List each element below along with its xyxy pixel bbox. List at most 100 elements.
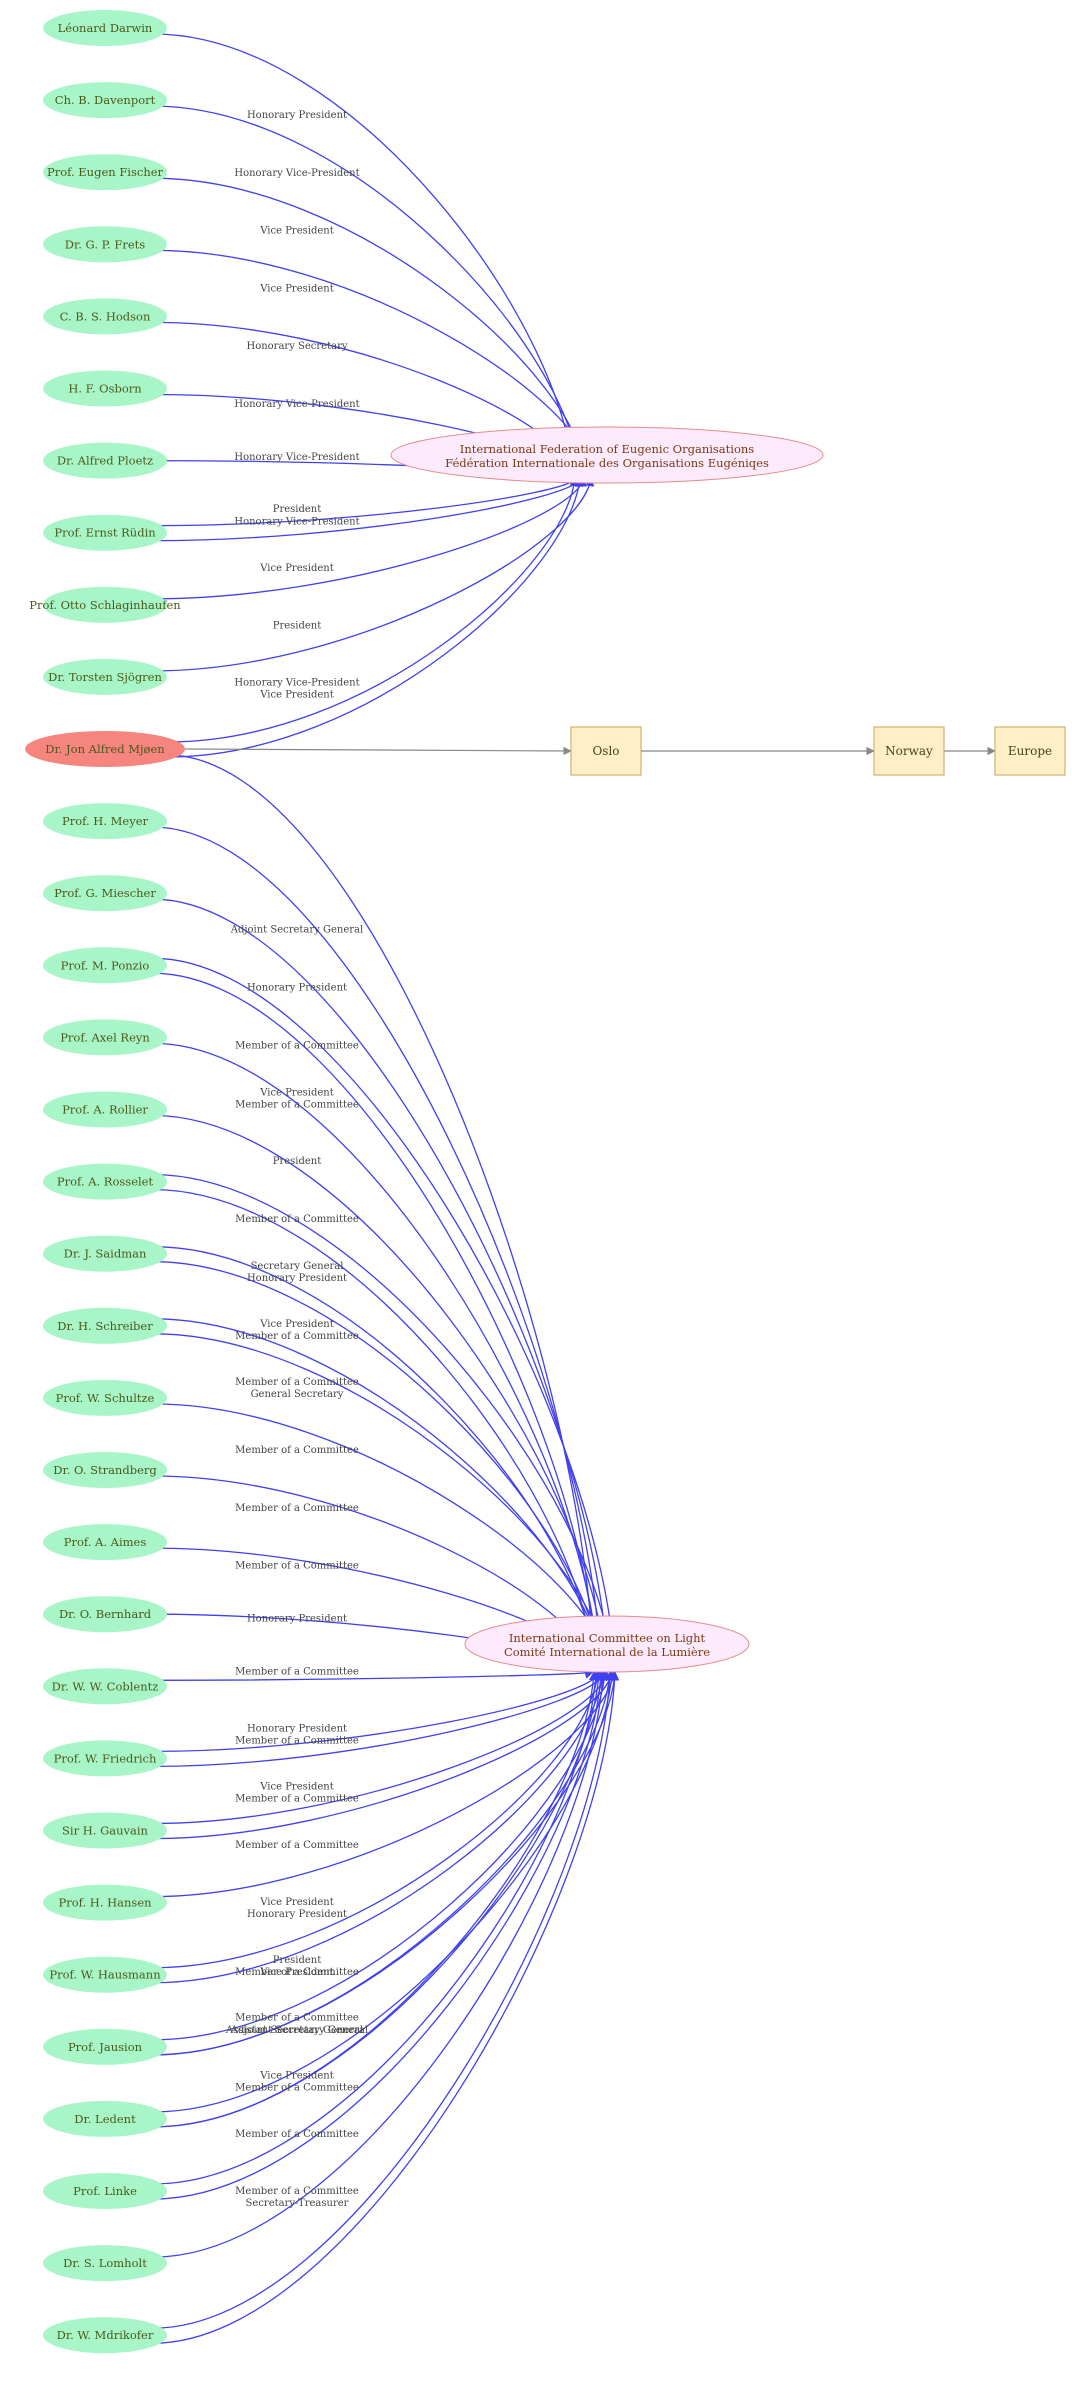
person-name: Prof. Eugen Fischer bbox=[47, 165, 164, 179]
place-node-oslo[interactable]: Oslo bbox=[570, 726, 642, 776]
person-node-prof-w-hausmann[interactable]: Prof. W. Hausmann bbox=[43, 1956, 167, 1993]
person-name: Prof. H. Meyer bbox=[62, 814, 149, 828]
person-node-dr-h-schreiber[interactable]: Dr. H. Schreiber bbox=[43, 1307, 167, 1344]
person-ellipse bbox=[43, 1091, 167, 1128]
central-person-node[interactable]: Dr. Jon Alfred Mjøen bbox=[25, 731, 185, 767]
person-node-prof-axel-reyn[interactable]: Prof. Axel Reyn bbox=[43, 1019, 167, 1056]
relation-label-42: Adjoint Secretary General bbox=[230, 2025, 363, 2036]
person-node-prof-linke[interactable]: Prof. Linke bbox=[43, 2173, 167, 2209]
relation-label-0: Honorary President bbox=[247, 110, 347, 121]
person-name: Prof. W. Friedrich bbox=[54, 1751, 157, 1765]
place-name: Norway bbox=[885, 744, 933, 758]
person-ellipse bbox=[43, 2317, 167, 2354]
person-node-dr-w-mdrikofer[interactable]: Dr. W. Mdrikofer bbox=[43, 2317, 167, 2354]
person-node-prof-jausion[interactable]: Prof. Jausion bbox=[43, 2028, 167, 2065]
relation-label-48: Secretary-Treasurer bbox=[246, 2198, 349, 2209]
relation-edge-1 bbox=[153, 105, 585, 479]
place-node-europe[interactable]: Europe bbox=[994, 726, 1066, 776]
person-name: Dr. H. Schreiber bbox=[57, 1319, 153, 1333]
person-name: Prof. W. Hausmann bbox=[49, 1968, 161, 1982]
person-node-dr-ledent[interactable]: Dr. Ledent bbox=[43, 2100, 167, 2137]
person-node-prof-w-schultze[interactable]: Prof. W. Schultze bbox=[43, 1379, 167, 1416]
person-node-dr-o-bernhard[interactable]: Dr. O. Bernhard bbox=[43, 1596, 167, 1633]
relation-edge-32 bbox=[153, 1671, 607, 1768]
person-node-prof-w-friedrich[interactable]: Prof. W. Friedrich bbox=[43, 1740, 167, 1777]
organisation-ellipse bbox=[390, 426, 824, 484]
relation-label-27: Member of a Committee bbox=[235, 1503, 359, 1514]
person-name: Dr. Jon Alfred Mjøen bbox=[45, 742, 165, 756]
relation-edge-19 bbox=[153, 1114, 611, 1673]
person-node-sir-h-gauvain[interactable]: Sir H. Gauvain bbox=[43, 1812, 167, 1849]
person-name: Dr. G. P. Frets bbox=[65, 237, 145, 251]
relation-edge-16 bbox=[153, 957, 620, 1673]
person-node-dr-g-p-frets[interactable]: Dr. G. P. Frets bbox=[43, 226, 167, 263]
person-node-prof-a-rollier[interactable]: Prof. A. Rollier bbox=[43, 1091, 167, 1128]
person-node-leonard-darwin[interactable]: Léonard Darwin bbox=[43, 10, 167, 46]
relation-edge-39 bbox=[153, 1671, 614, 2056]
person-node-prof-a-aimes[interactable]: Prof. A. Aimes bbox=[43, 1524, 167, 1561]
relation-label-4: Honorary Secretary bbox=[246, 341, 347, 352]
person-ellipse bbox=[43, 1235, 167, 1272]
relation-label-15: Member of a Committee bbox=[235, 1040, 359, 1051]
person-node-prof-ernst-rudin[interactable]: Prof. Ernst Rüdin bbox=[43, 514, 167, 551]
relation-edge-15 bbox=[153, 898, 613, 1673]
relation-edge-44 bbox=[153, 1671, 601, 2185]
person-node-dr-j-saidman[interactable]: Dr. J. Saidman bbox=[43, 1235, 167, 1272]
relation-label-33: Vice President bbox=[259, 1781, 333, 1792]
relation-label-43: Assistant Secretary General bbox=[225, 2025, 368, 2036]
relation-edge-30 bbox=[153, 1669, 594, 1681]
person-node-prof-otto-schlaginhaufen[interactable]: Prof. Otto Schlaginhaufen bbox=[29, 586, 181, 623]
person-name: Prof. H. Hansen bbox=[58, 1896, 152, 1910]
person-node-dr-w-w-coblentz[interactable]: Dr. W. W. Coblentz bbox=[43, 1668, 167, 1705]
relation-label-40: Vice President bbox=[259, 1967, 333, 1978]
relation-label-35: Member of a Committee bbox=[235, 1840, 359, 1851]
person-node-dr-torsten-sjogren[interactable]: Dr. Torsten Sjögren bbox=[43, 658, 167, 695]
person-ellipse bbox=[43, 1019, 167, 1056]
relation-edge-46 bbox=[153, 1671, 608, 2258]
person-node-prof-eugen-fischer[interactable]: Prof. Eugen Fischer bbox=[43, 154, 167, 191]
person-ellipse bbox=[43, 442, 167, 479]
person-ellipse bbox=[43, 1596, 167, 1633]
person-ellipse bbox=[43, 1379, 167, 1416]
relation-label-17: Member of a Committee bbox=[235, 1100, 359, 1111]
person-node-dr-s-lomholt[interactable]: Dr. S. Lomholt bbox=[43, 2245, 167, 2282]
person-node-dr-alfred-ploetz[interactable]: Dr. Alfred Ploetz bbox=[43, 442, 167, 479]
organisation-name: International Committee on Light bbox=[509, 1631, 706, 1645]
person-ellipse bbox=[43, 154, 167, 191]
person-node-prof-a-rosselet[interactable]: Prof. A. Rosselet bbox=[43, 1163, 167, 1200]
relation-edge-42 bbox=[153, 1671, 599, 2128]
place-box bbox=[994, 726, 1066, 776]
place-box bbox=[873, 726, 945, 776]
place-box bbox=[570, 726, 642, 776]
edges-layer bbox=[153, 33, 996, 2344]
person-name: Prof. A. Rosselet bbox=[57, 1175, 154, 1189]
person-ellipse bbox=[43, 514, 167, 551]
person-node-prof-h-hansen[interactable]: Prof. H. Hansen bbox=[43, 1884, 167, 1921]
organisation-node-ifeo[interactable]: International Federation of Eugenic Orga… bbox=[390, 426, 824, 484]
person-name: Dr. Ledent bbox=[74, 2112, 136, 2126]
person-node-c-b-s-hodson[interactable]: C. B. S. Hodson bbox=[43, 298, 167, 335]
relation-label-29: Honorary President bbox=[247, 1614, 347, 1625]
person-name: Dr. O. Bernhard bbox=[59, 1607, 152, 1621]
person-node-dr-o-strandberg[interactable]: Dr. O. Strandberg bbox=[43, 1452, 167, 1488]
person-ellipse bbox=[43, 1163, 167, 1200]
place-node-norway[interactable]: Norway bbox=[873, 726, 945, 776]
person-node-h-f-osborn[interactable]: H. F. Osborn bbox=[43, 370, 167, 407]
person-name: Dr. O. Strandberg bbox=[53, 1463, 157, 1477]
person-ellipse bbox=[43, 803, 167, 840]
relation-label-45: Member of a Committee bbox=[235, 2083, 359, 2094]
person-node-prof-g-miescher[interactable]: Prof. G. Miescher bbox=[43, 875, 167, 912]
person-node-prof-m-ponzio[interactable]: Prof. M. Ponzio bbox=[43, 947, 167, 984]
relation-label-36: Vice President bbox=[259, 1897, 333, 1908]
person-ellipse bbox=[43, 658, 167, 695]
person-node-ch-b-davenport[interactable]: Ch. B. Davenport bbox=[43, 82, 167, 119]
relation-label-32: Member of a Committee bbox=[235, 1736, 359, 1747]
person-name: Ch. B. Davenport bbox=[55, 93, 156, 107]
person-name: Dr. J. Saidman bbox=[64, 1247, 147, 1261]
relation-edge-11 bbox=[167, 477, 579, 743]
person-ellipse bbox=[43, 10, 167, 46]
relation-label-13: Adjoint Secretary General bbox=[230, 925, 363, 936]
person-node-prof-h-meyer[interactable]: Prof. H. Meyer bbox=[43, 803, 167, 840]
relation-edge-20 bbox=[153, 1173, 618, 1673]
